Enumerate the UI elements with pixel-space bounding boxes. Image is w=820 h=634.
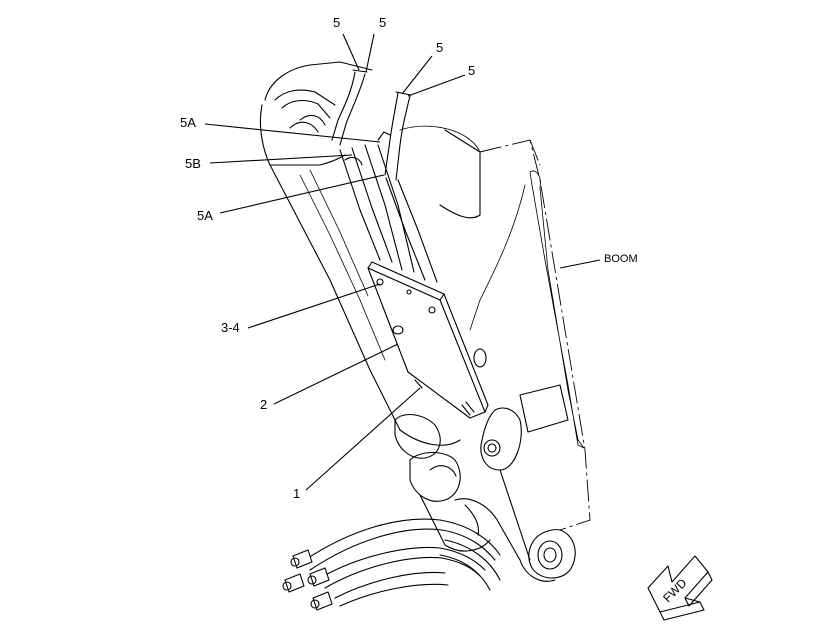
leader-2 bbox=[273, 343, 399, 405]
leader-5-c bbox=[401, 55, 433, 95]
callout-5-a: 5 bbox=[333, 15, 340, 30]
callout-5a-top: 5A bbox=[180, 115, 196, 130]
callout-boom: BOOM bbox=[604, 253, 638, 265]
clamp-plate bbox=[367, 261, 489, 419]
callout-5-b: 5 bbox=[379, 15, 386, 30]
fwd-direction-arrow: FWD bbox=[647, 555, 713, 621]
callout-5b: 5B bbox=[185, 156, 201, 171]
callout-labels: 5 5 5 5 5A 5B 5A 3-4 2 1 BOOM bbox=[180, 15, 638, 501]
leader-lines bbox=[204, 33, 601, 491]
leader-5-a bbox=[342, 33, 360, 71]
leader-5b bbox=[209, 154, 353, 164]
leader-3-4 bbox=[247, 283, 381, 329]
leader-5-b bbox=[365, 33, 375, 73]
callout-1: 1 bbox=[293, 486, 300, 501]
stick-body bbox=[259, 61, 576, 582]
leader-5a-top bbox=[204, 123, 381, 143]
hydraulic-lines bbox=[331, 69, 438, 283]
callout-5a-bottom: 5A bbox=[197, 208, 213, 223]
boom-outline bbox=[399, 125, 591, 531]
leader-1 bbox=[305, 387, 421, 491]
leader-5-d bbox=[407, 74, 466, 97]
hose-fittings bbox=[282, 518, 501, 611]
leader-5a-bottom bbox=[219, 174, 385, 214]
leader-boom bbox=[559, 259, 601, 269]
callout-2: 2 bbox=[260, 397, 267, 412]
callout-5-d: 5 bbox=[468, 63, 475, 78]
callout-5-c: 5 bbox=[436, 40, 443, 55]
callout-3-4: 3-4 bbox=[221, 320, 240, 335]
